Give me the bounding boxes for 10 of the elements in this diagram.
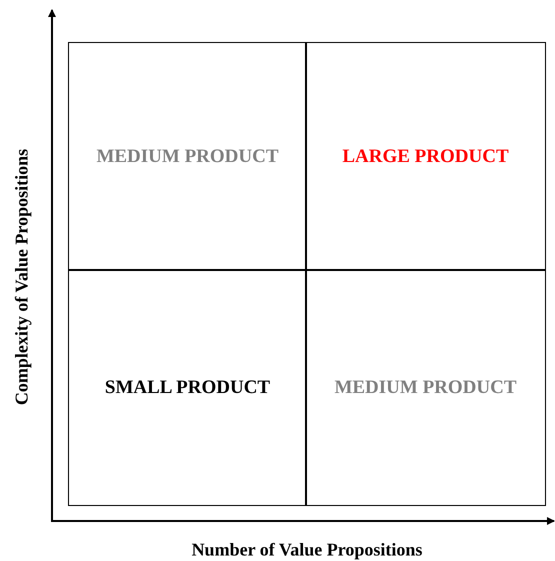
y-axis-title: Complexity of Value Propositions bbox=[12, 148, 32, 406]
quadrant-box bbox=[68, 42, 307, 271]
quadrant-box bbox=[305, 42, 546, 271]
quadrant-box bbox=[68, 269, 307, 506]
x-axis-title: Number of Value Propositions bbox=[192, 540, 422, 560]
quadrant-label: MEDIUM PRODUCT bbox=[334, 376, 517, 398]
quadrant-label: LARGE PRODUCT bbox=[342, 146, 509, 168]
quadrant-box bbox=[305, 269, 546, 506]
quadrant-label: SMALL PRODUCT bbox=[104, 376, 270, 398]
quadrant-label: MEDIUM PRODUCT bbox=[96, 146, 279, 168]
